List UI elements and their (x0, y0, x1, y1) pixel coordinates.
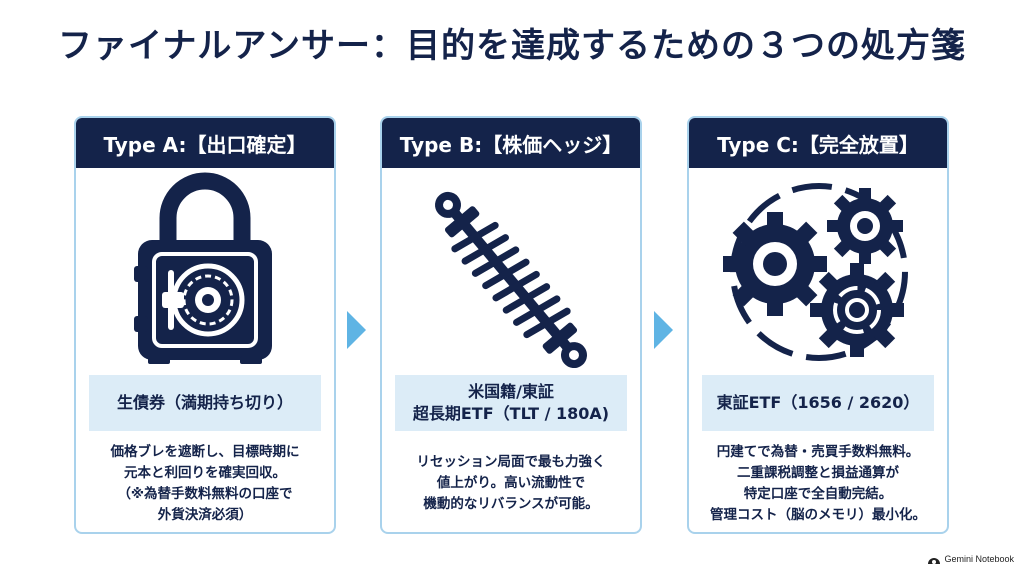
card-label: 東証ETF（1656 / 2620） (702, 375, 934, 431)
card-label-line: 生債券（満期持ち切り） (116, 393, 293, 412)
card-description: リセッション局面で最も力強く 値上がり。高い流動性で 機動的なリバランスが可能。 (390, 452, 632, 515)
card-description: 円建てで為替・売買手数料無料。 二重課税調整と損益通算が 特定口座で全自動完結。… (697, 442, 939, 526)
card-description-line: 円建てで為替・売買手数料無料。 (716, 444, 920, 460)
card-label-line: 米国籍/東証 (468, 382, 554, 401)
arrow-right-icon (347, 311, 366, 349)
card-header: Type A:【出口確定】 (76, 118, 334, 168)
card-description-line: 二重課税調整と損益通算が (737, 465, 899, 481)
card-description-line: 特定口座で全自動完結。 (743, 486, 893, 502)
card-type-b: Type B:【株価ヘッジ】 (380, 116, 642, 534)
card-header: Type B:【株価ヘッジ】 (382, 118, 640, 168)
card-label: 生債券（満期持ち切り） (89, 375, 321, 431)
vault-lock-icon (76, 168, 334, 368)
card-label: 米国籍/東証 超長期ETF（TLT / 180A) (395, 375, 627, 431)
card-description-line: 外貨決済必須） (157, 507, 253, 523)
card-type-c: Type C:【完全放置】 (687, 116, 949, 534)
card-label-line: 東証ETF（1656 / 2620） (716, 393, 920, 412)
shock-absorber-icon (382, 168, 640, 368)
card-description-line: リセッション局面で最も力強く (416, 454, 606, 470)
card-description-line: 機動的なリバランスが可能。 (423, 496, 599, 512)
card-description-line: 管理コスト（脳のメモリ）最小化。 (710, 507, 926, 523)
gears-icon (689, 168, 947, 368)
branding-text: Gemini Notebook (944, 554, 1014, 564)
card-header: Type C:【完全放置】 (689, 118, 947, 168)
branding: Gemini Notebook (928, 554, 1014, 564)
card-description: 価格ブレを遮断し、目標時期に 元本と利回りを確実回収。 （※為替手数料無料の口座… (84, 442, 326, 526)
card-description-line: 値上がり。高い流動性で (436, 475, 586, 491)
card-label-line: 超長期ETF（TLT / 180A) (412, 404, 610, 423)
card-description-line: （※為替手数料無料の口座で (117, 486, 293, 502)
page-title: ファイナルアンサー：目的を達成するための３つの処方箋 (58, 26, 966, 66)
card-description-line: 価格ブレを遮断し、目標時期に (110, 444, 300, 460)
card-description-line: 元本と利回りを確実回収。 (124, 465, 286, 481)
arrow-right-icon (654, 311, 673, 349)
notebook-logo-icon (928, 555, 941, 564)
card-type-a: Type A:【出口確定】 生債券（満期持ち切り） 価 (74, 116, 336, 534)
